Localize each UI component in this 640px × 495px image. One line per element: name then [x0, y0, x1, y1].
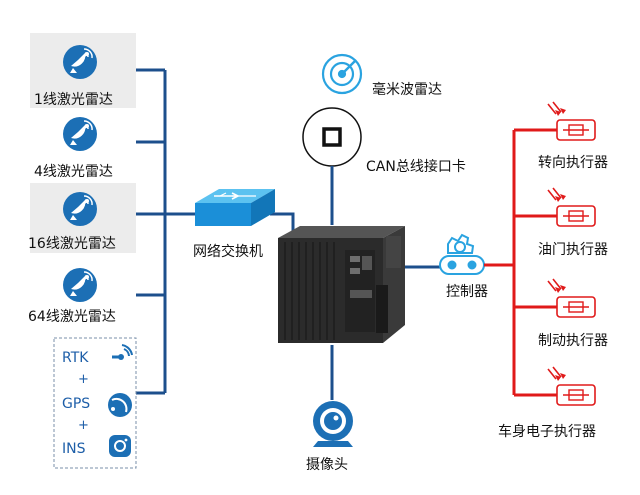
- signal-icon: [108, 393, 132, 417]
- network-switch-icon: [195, 189, 275, 226]
- actuator-steering-label: 转向执行器: [538, 155, 608, 171]
- instagram-like-icon: [109, 435, 131, 457]
- actuator-brake-icon: [547, 278, 596, 318]
- actuator-brake-label: 制动执行器: [538, 333, 608, 349]
- lidar-1-label: 1线激光雷达: [34, 92, 113, 108]
- computer-links: [330, 166, 440, 400]
- antenna-key-icon: [112, 344, 133, 360]
- actuator-body-label: 车身电子执行器: [498, 424, 596, 440]
- can-card-icon: [322, 127, 342, 147]
- gnss-gps-label: GPS: [62, 396, 91, 412]
- camera-label: 摄像头: [306, 457, 348, 473]
- actuator-throttle-label: 油门执行器: [538, 242, 608, 258]
- actuator-body-icon: [547, 366, 596, 406]
- lidar-4-icon: [62, 116, 98, 152]
- actuator-throttle-icon: [547, 187, 596, 227]
- lidar-64-label: 64线激光雷达: [28, 309, 116, 325]
- radar-label: 毫米波雷达: [372, 82, 442, 98]
- sensor-bus: [136, 68, 295, 395]
- can-label: CAN总线接口卡: [366, 159, 466, 175]
- radar-icon: [321, 53, 363, 95]
- lidar-4-label: 4线激光雷达: [34, 164, 113, 180]
- can-card-circle: [302, 107, 362, 167]
- actuator-bus: [484, 128, 557, 397]
- gnss-ins-label: INS: [62, 441, 86, 457]
- switch-label: 网络交换机: [193, 244, 263, 260]
- gnss-plus-1: +: [78, 372, 89, 387]
- lidar-64-icon: [62, 267, 98, 303]
- lidar-16-icon: [62, 191, 98, 227]
- webcam-icon: [313, 401, 353, 447]
- industrial-computer-icon: [278, 226, 405, 343]
- actuator-steering-icon: [547, 101, 596, 141]
- gnss-rtk-label: RTK: [62, 350, 89, 366]
- gnss-plus-2: +: [78, 418, 89, 433]
- controller-label: 控制器: [446, 284, 488, 300]
- gear-controller-icon: [439, 233, 485, 275]
- lidar-1-icon: [62, 44, 98, 80]
- lidar-16-label: 16线激光雷达: [28, 236, 116, 252]
